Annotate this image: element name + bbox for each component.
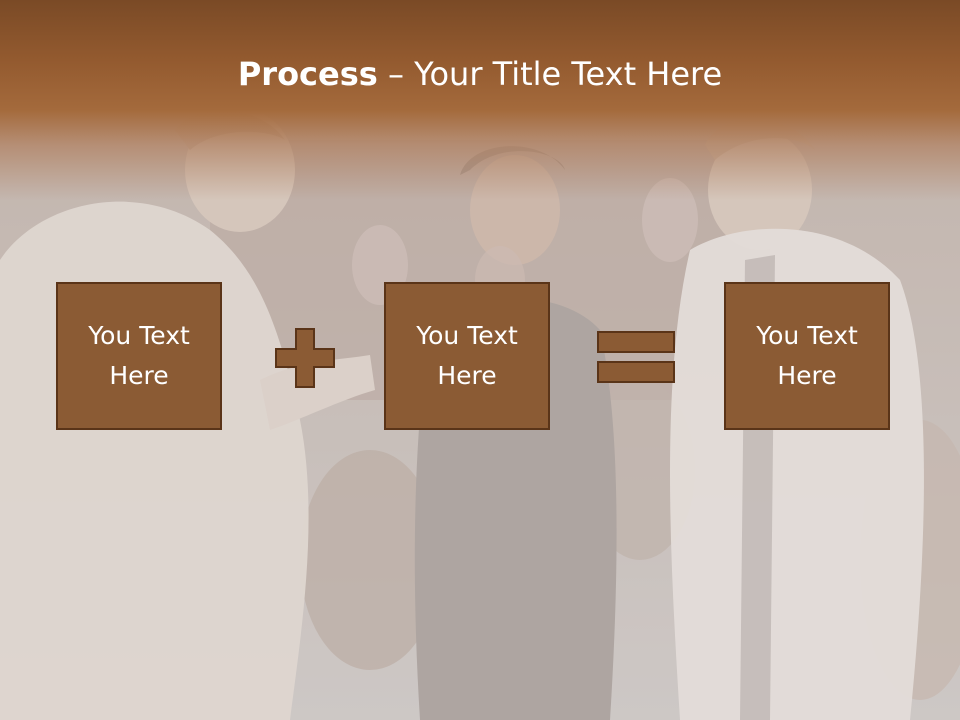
process-box-label: You Text Here	[756, 321, 858, 390]
equals-icon	[597, 331, 675, 383]
slide-title[interactable]: Process – Your Title Text Here	[0, 52, 960, 96]
process-box-3[interactable]: You Text Here	[724, 282, 890, 430]
title-bold-text: Process	[237, 55, 378, 93]
title-dash: –	[377, 55, 415, 93]
process-box-1[interactable]: You Text Here	[56, 282, 222, 430]
title-band	[0, 0, 960, 200]
process-box-2[interactable]: You Text Here	[384, 282, 550, 430]
process-box-label: You Text Here	[88, 321, 190, 390]
plus-icon	[275, 328, 335, 388]
process-box-label: You Text Here	[416, 321, 518, 390]
title-rest-text: Your Title Text Here	[414, 55, 723, 93]
